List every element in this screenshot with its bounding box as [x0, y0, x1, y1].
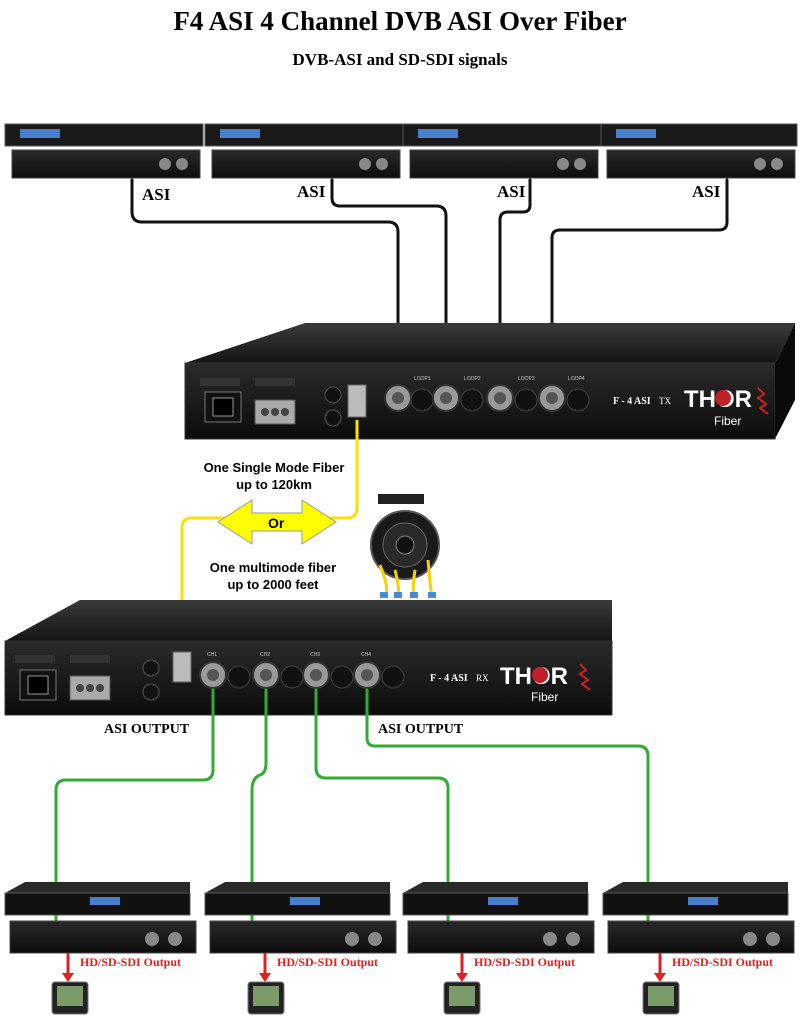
sdi-output-label-2: HD/SD-SDI Output	[277, 955, 378, 969]
fiber-reel-icon	[370, 494, 440, 598]
rx-model-suffix: RX	[476, 673, 489, 683]
source-device-1	[4, 123, 204, 179]
rx-bnc-port-4	[353, 661, 381, 689]
rx-port-label-4: CH4	[361, 652, 371, 658]
diagram-title: F4 ASI 4 Channel DVB ASI Over Fiber	[173, 6, 627, 36]
receiver-device-4	[602, 882, 795, 954]
source-device-4	[600, 123, 798, 179]
receiver-device-1	[4, 882, 197, 954]
output-cable-2	[250, 688, 268, 937]
or-label: Or	[268, 515, 285, 531]
tx-unit: LOOP1 LOOP2 LOOP3 LOOP4 F - 4 ASI TX THO…	[184, 323, 795, 440]
tx-bnc-port-4	[538, 384, 566, 412]
rx-port-label-1: CH1	[207, 652, 217, 658]
tx-bnc-port-3	[486, 384, 514, 412]
rx-port-label-3: CH3	[310, 652, 320, 658]
sdi-output-label-1: HD/SD-SDI Output	[80, 955, 181, 969]
rx-model-label: F - 4 ASI	[430, 673, 468, 684]
asi-input-label-4: ASI	[692, 182, 721, 201]
rx-bnc-port-3	[302, 661, 330, 689]
asi-input-label-2: ASI	[297, 182, 326, 201]
rx-bnc-port-1	[199, 661, 227, 689]
tx-brand-sub: Fiber	[714, 414, 741, 428]
multimode-line-1: One multimode fiber	[210, 560, 336, 575]
monitor-4	[642, 981, 680, 1015]
asi-cable-4	[550, 178, 729, 372]
tx-bnc-port-1	[384, 384, 412, 412]
asi-output-label-left: ASI OUTPUT	[104, 722, 190, 737]
asi-input-cables	[130, 178, 729, 372]
source-devices	[4, 123, 798, 179]
rx-bnc-port-2	[252, 661, 280, 689]
output-cable-1	[54, 688, 215, 937]
source-device-2	[204, 123, 404, 179]
tx-port-label-4: LOOP4	[568, 376, 585, 382]
rx-brand-sub: Fiber	[531, 690, 558, 704]
monitor-icons	[51, 981, 680, 1015]
rx-port-label-2: CH2	[260, 652, 270, 658]
output-cable-4	[365, 688, 650, 937]
receiver-device-3	[402, 882, 595, 954]
receiver-device-2	[204, 882, 397, 954]
sdi-output-arrows	[62, 953, 666, 982]
asi-cable-2	[330, 178, 448, 372]
monitor-3	[443, 981, 481, 1015]
output-cable-3	[314, 688, 450, 937]
diagram-subtitle: DVB-ASI and SD-SDI signals	[292, 50, 508, 69]
tx-bnc-port-2	[432, 384, 460, 412]
single-mode-line-1: One Single Mode Fiber	[204, 460, 345, 475]
sdi-output-label-3: HD/SD-SDI Output	[474, 955, 575, 969]
monitor-1	[51, 981, 89, 1015]
source-device-3	[402, 123, 602, 179]
asi-cable-3	[498, 178, 532, 372]
rx-unit: CH1 CH2 CH3 CH4 F - 4 ASI RX THOR Fiber	[4, 600, 613, 716]
single-mode-line-2: up to 120km	[236, 477, 312, 492]
asi-output-cables	[54, 688, 650, 937]
tx-model-label: F - 4 ASI	[613, 396, 651, 407]
tx-port-label-1: LOOP1	[414, 376, 431, 382]
tx-model-suffix: TX	[659, 396, 671, 406]
asi-input-label-1: ASI	[142, 185, 171, 204]
multimode-line-2: up to 2000 feet	[227, 577, 319, 592]
tx-port-label-3: LOOP3	[518, 376, 535, 382]
tx-port-label-2: LOOP2	[464, 376, 481, 382]
asi-input-label-3: ASI	[497, 182, 526, 201]
monitor-2	[247, 981, 285, 1015]
sdi-output-label-4: HD/SD-SDI Output	[672, 955, 773, 969]
asi-output-label-right: ASI OUTPUT	[378, 722, 464, 737]
asi-cable-1	[130, 178, 400, 372]
receiver-devices	[4, 882, 795, 954]
or-double-arrow	[217, 499, 337, 545]
